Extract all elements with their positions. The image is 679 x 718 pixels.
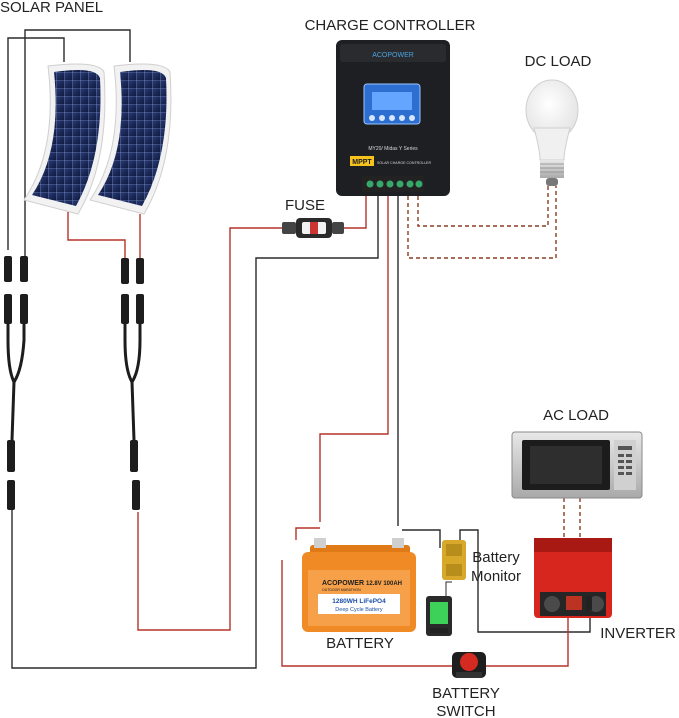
panel1-black-lead bbox=[7, 37, 65, 250]
mc4-connector bbox=[136, 294, 144, 324]
controller-subtitle: SOLAR CHARGE CONTROLLER bbox=[377, 161, 432, 165]
label-dc-load: DC LOAD bbox=[525, 53, 592, 70]
controller-mppt-badge: MPPT bbox=[352, 159, 372, 166]
switch-to-inverter bbox=[486, 618, 569, 667]
charge-controller: ACOPOWER MY20/ Midas Y Series MPPT SOLAR… bbox=[336, 40, 450, 196]
controller-brand: ACOPOWER bbox=[372, 52, 414, 59]
wires bbox=[7, 29, 591, 669]
monitor-to-inverter bbox=[459, 529, 591, 633]
fuse bbox=[282, 218, 344, 238]
battery-brand-sub: OUTDOOR MARATHON bbox=[322, 588, 361, 592]
mc4-connector bbox=[4, 256, 12, 282]
label-fuse: FUSE bbox=[285, 197, 325, 214]
label-battery-monitor-1: Battery bbox=[472, 549, 520, 566]
controller-battery-positive bbox=[319, 196, 389, 522]
label-battery: BATTERY bbox=[326, 635, 394, 652]
label-battery-monitor-2: Monitor bbox=[471, 568, 521, 585]
mc4-connectors bbox=[4, 256, 144, 324]
label-battery-switch-2: SWITCH bbox=[436, 703, 495, 718]
label-battery-switch-1: BATTERY bbox=[432, 685, 500, 702]
mc4-connector bbox=[7, 480, 15, 510]
solar-panel-1 bbox=[23, 63, 106, 215]
mc4-connector bbox=[4, 294, 12, 324]
pv-negative-run bbox=[11, 196, 379, 669]
ac-load-microwave bbox=[511, 431, 643, 499]
mc4-connector bbox=[130, 440, 138, 472]
label-inverter: INVERTER bbox=[600, 625, 676, 642]
battery-chemistry: 1280WH LiFePO4 bbox=[332, 598, 386, 605]
battery-switch bbox=[452, 652, 486, 678]
dc-load-wires bbox=[407, 186, 557, 259]
mc4-connector bbox=[7, 440, 15, 472]
battery-spec: 12.8V 100AH bbox=[366, 581, 402, 587]
controller-model: MY20/ Midas Y Series bbox=[368, 146, 418, 152]
mc4-connector bbox=[136, 258, 144, 284]
battery-kind: Deep Cycle Battery bbox=[335, 607, 383, 613]
ac-load-wires bbox=[563, 498, 581, 538]
battery-pos-to-switch bbox=[281, 560, 452, 667]
battery-neg-to-monitor bbox=[402, 529, 441, 548]
battery-brand: ACOPOWER bbox=[322, 580, 364, 587]
mc4-connector bbox=[132, 480, 140, 510]
mc4-connector bbox=[20, 294, 28, 324]
label-solar-panel: SOLAR PANEL bbox=[0, 0, 103, 16]
battery-monitor bbox=[426, 540, 466, 636]
dc-load-bulb bbox=[525, 79, 579, 186]
monitor-sense bbox=[445, 581, 452, 600]
solar-panel-2 bbox=[89, 63, 172, 215]
battery-pos-cable bbox=[295, 527, 320, 540]
branch-connectors bbox=[6, 324, 142, 441]
label-ac-load: AC LOAD bbox=[543, 407, 609, 424]
panel1-red-lead bbox=[67, 212, 126, 258]
fuse-to-controller bbox=[344, 196, 367, 229]
mc4-connector bbox=[121, 294, 129, 324]
label-charge-controller: CHARGE CONTROLLER bbox=[305, 17, 476, 34]
inverter bbox=[534, 538, 612, 618]
panel2-black-lead bbox=[24, 29, 131, 256]
battery: ACOPOWER OUTDOOR MARATHON 12.8V 100AH 12… bbox=[302, 538, 416, 632]
mc4-connector bbox=[121, 258, 129, 284]
mc4-connector bbox=[20, 256, 28, 282]
pv-positive-run bbox=[137, 227, 282, 631]
